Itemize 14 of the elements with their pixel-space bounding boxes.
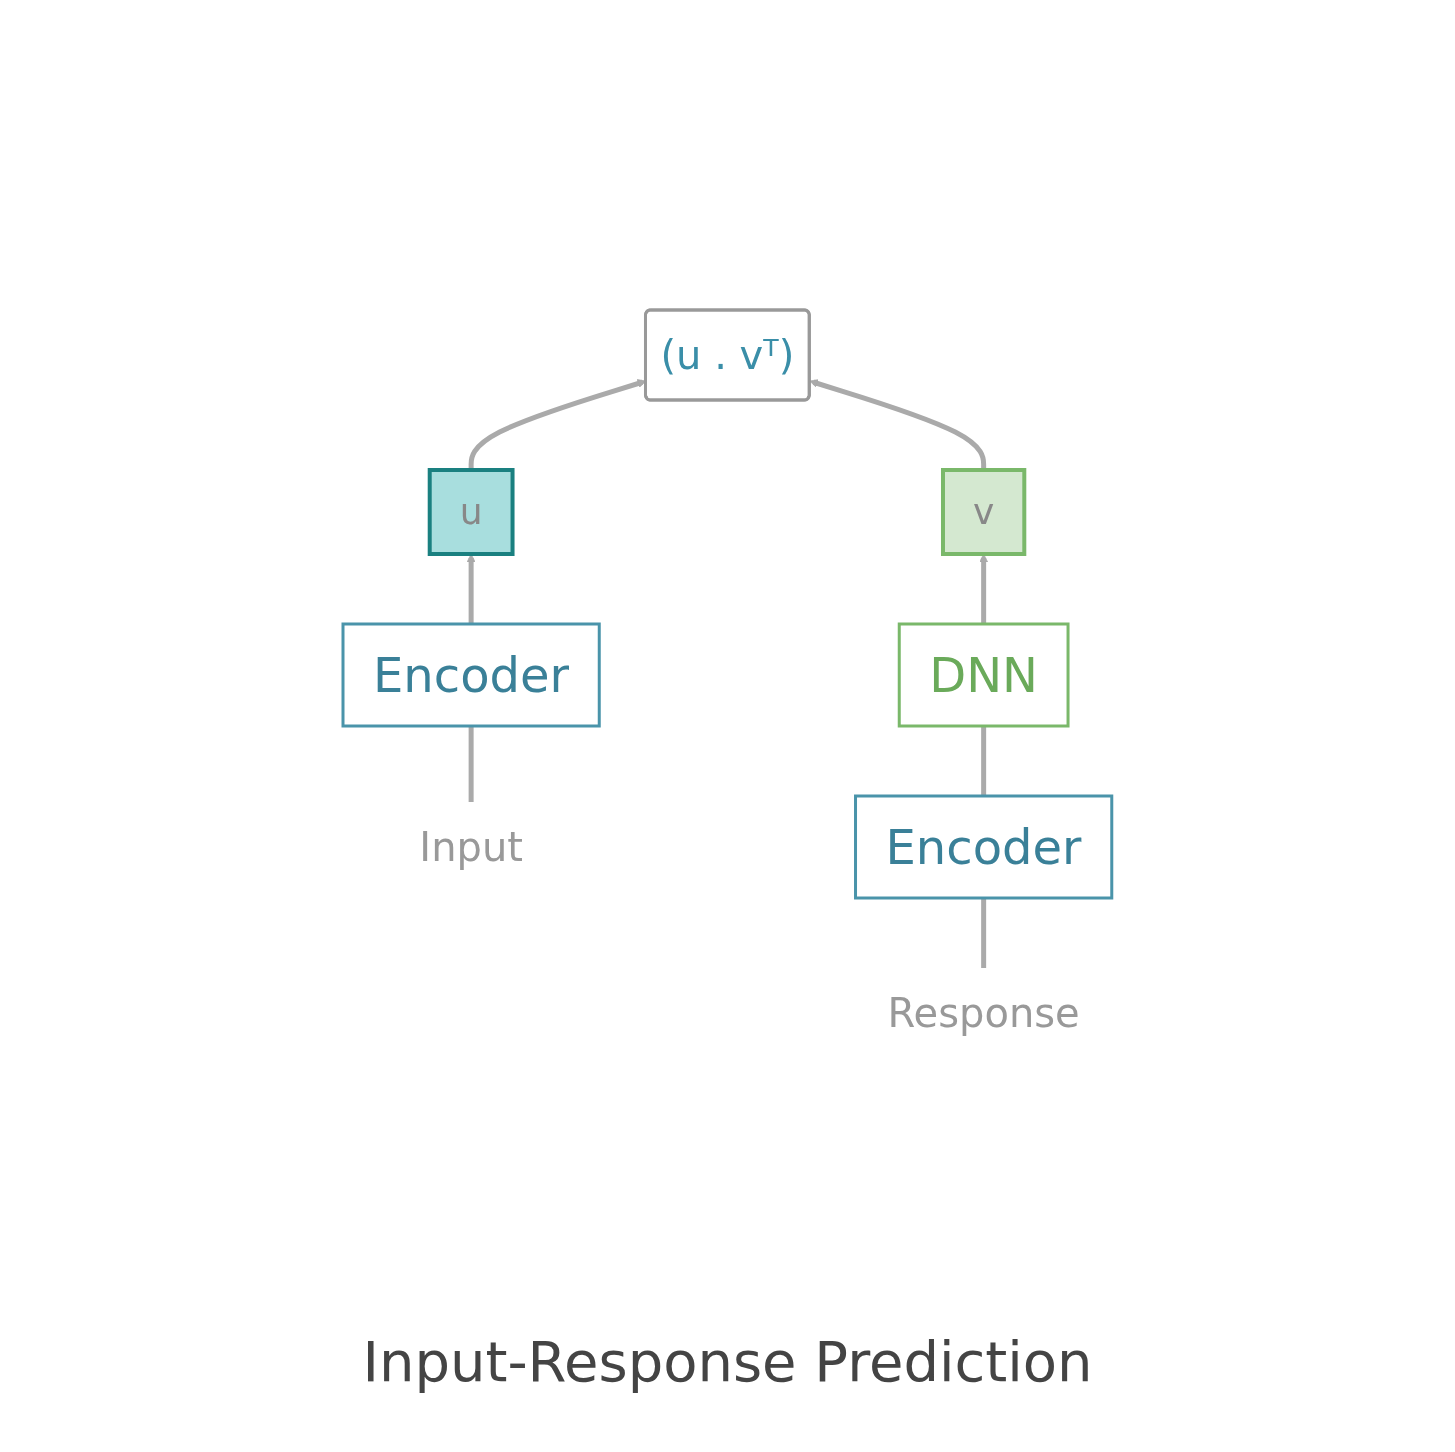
arrow xyxy=(466,553,476,624)
node-box: Encoder xyxy=(341,622,601,727)
connector xyxy=(981,725,987,796)
node-text: Response xyxy=(887,989,1080,1036)
node-box: v xyxy=(941,467,1027,556)
node-box: u xyxy=(427,467,515,556)
diagram-caption: Input-Response Prediction xyxy=(362,1328,1093,1394)
connector xyxy=(468,725,474,802)
arrow xyxy=(979,553,989,624)
node-box: DNN xyxy=(897,622,1070,727)
node-box: Encoder xyxy=(854,794,1114,899)
connector xyxy=(981,897,987,968)
arrow xyxy=(809,378,987,470)
node-text: Input xyxy=(419,823,524,870)
